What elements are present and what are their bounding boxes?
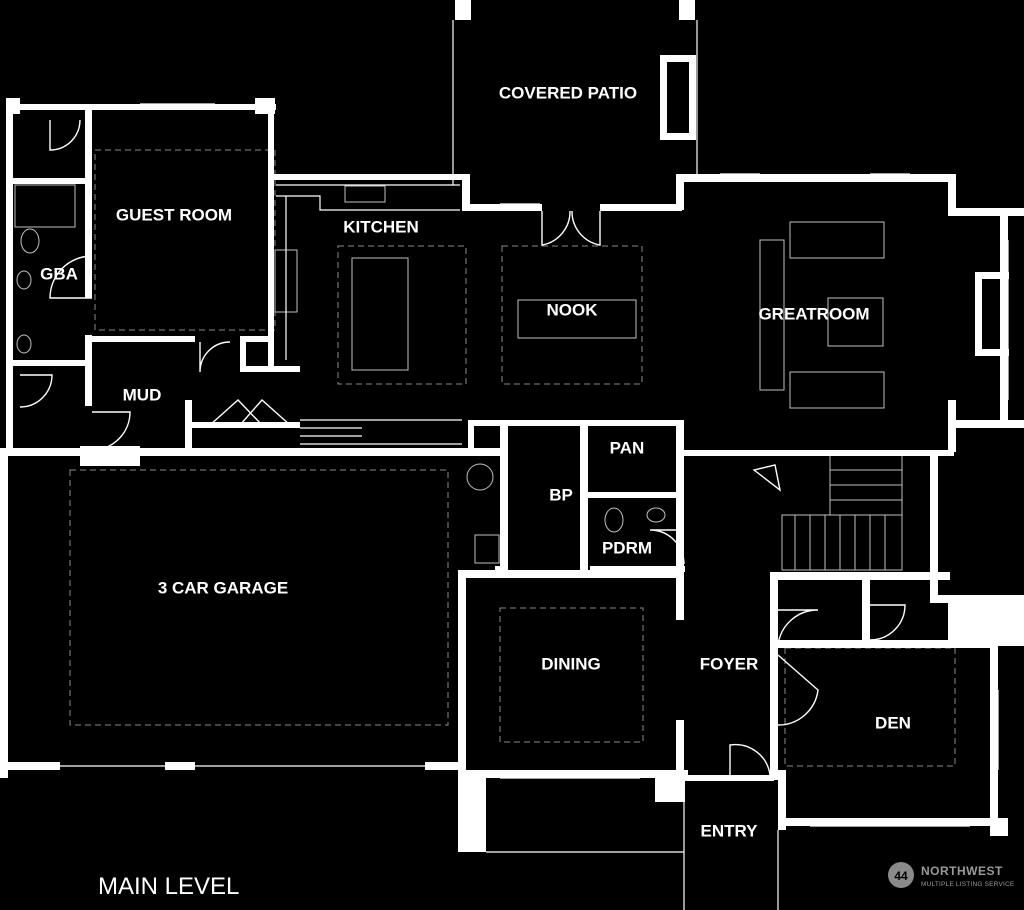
staircase [781,454,903,571]
shower [14,184,76,228]
doors [19,119,906,776]
nwmls-logo: 44 NORTHWEST MULTIPLE LISTING SERVICE [888,862,1015,888]
room-labels: COVERED PATIO GUEST ROOM KITCHEN GBA NOO… [40,83,911,840]
dining-table-nook [517,299,637,339]
sink-gba-2 [16,334,32,354]
room-label-pdrm: PDRM [602,538,652,557]
sofa-top [789,221,885,259]
room-label-bp: BP [549,485,573,504]
level-label: MAIN LEVEL [98,873,239,900]
room-label-covered-patio: COVERED PATIO [499,83,637,102]
floor-sink [474,534,500,564]
sink-gba-1 [16,270,32,290]
logo-subtitle: MULTIPLE LISTING SERVICE [921,881,1015,888]
room-label-entry: ENTRY [701,821,759,840]
room-label-foyer: FOYER [700,654,759,673]
toilet-gba [20,228,40,254]
room-label-guest-room: GUEST ROOM [116,205,232,224]
water-heater [466,463,494,491]
dining-rug-outline [499,607,644,743]
room-label-greatroom: GREATROOM [758,304,869,323]
kitchen-island-outline [337,245,467,385]
kitchen-counters [276,184,462,445]
room-label-nook: NOOK [547,300,599,319]
room-label-den: DEN [875,713,911,732]
room-label-dining: DINING [541,654,601,673]
toilet-pdrm [604,507,624,533]
room-label-garage: 3 CAR GARAGE [158,578,288,597]
sofa-left [759,239,785,391]
garage-parking-outline [69,469,449,726]
nook-table-outline [501,245,643,385]
room-label-gba: GBA [40,264,78,283]
windows [140,103,1009,827]
logo-mark-icon [888,862,914,888]
room-label-mud: MUD [123,385,162,404]
logo-name: NORTHWEST [921,864,1003,878]
furniture-outlines [14,149,956,767]
sink-pdrm [646,507,666,523]
bed-outline [94,149,276,331]
logo-mark-text: 44 [894,869,908,883]
coffee-table [827,297,884,347]
room-label-pan: PAN [610,438,645,457]
room-label-kitchen: KITCHEN [343,217,419,236]
kitchen-island [351,257,409,371]
sofa-bottom [789,371,885,409]
